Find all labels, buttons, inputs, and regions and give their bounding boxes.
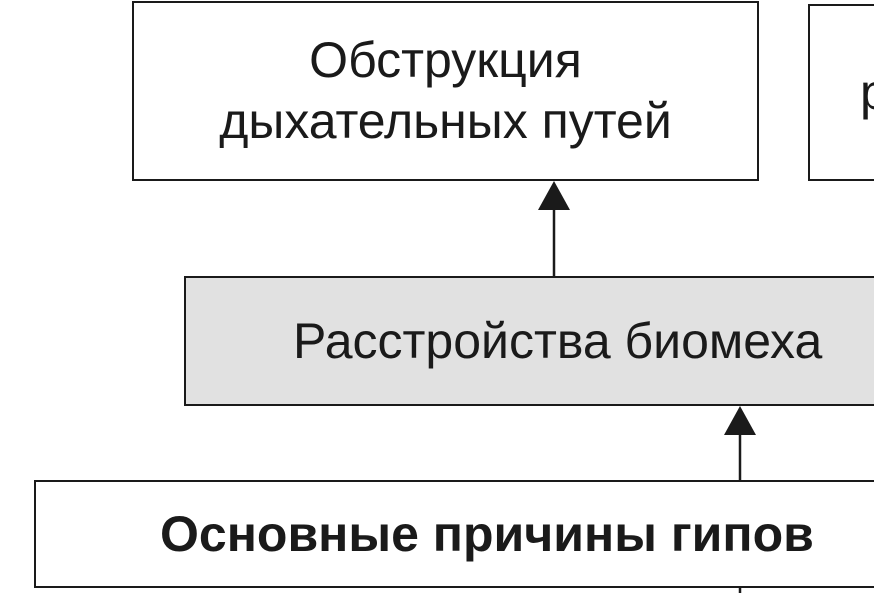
arrow-middle-to-obstruction	[538, 181, 570, 276]
node-biomechanics-label: Расстройства биомеха	[293, 313, 823, 369]
node-airway-obstruction-line-1: Обструкция	[309, 32, 582, 88]
node-top-right-line-2: р	[860, 62, 874, 123]
arrowhead-icon	[538, 181, 570, 210]
node-biomechanics-disorders: Расстройства биомеха	[184, 276, 874, 406]
node-top-right-partial: р	[808, 4, 874, 181]
node-airway-obstruction: Обструкция дыхательных путей	[132, 1, 759, 181]
node-airway-obstruction-line-2: дыхательных путей	[219, 93, 672, 149]
arrowhead-icon	[724, 406, 756, 435]
arrow-causes-to-middle	[724, 406, 756, 480]
node-main-causes-label: Основные причины гипов	[160, 506, 814, 562]
node-main-causes: Основные причины гипов	[34, 480, 874, 588]
